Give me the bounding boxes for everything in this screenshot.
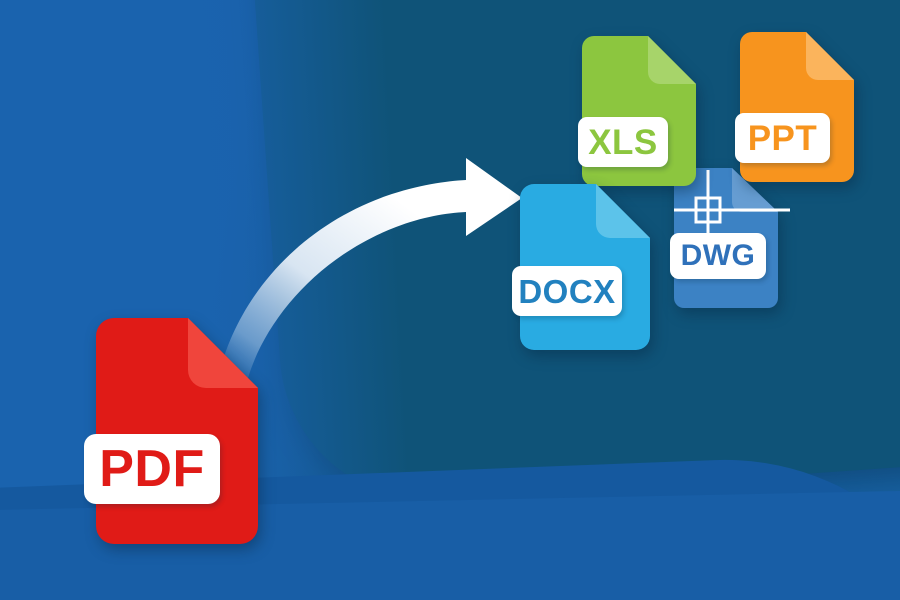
ppt-fold [806, 32, 854, 80]
conversion-arrow [200, 150, 530, 380]
file-label-docx: DOCX [512, 266, 622, 316]
file-label-ppt: PPT [735, 113, 830, 163]
file-label-xls: XLS [578, 117, 668, 167]
dwg-fold [732, 168, 778, 212]
file-label-pdf: PDF [84, 434, 220, 504]
pdf-fold [188, 318, 258, 388]
arrow-shape [218, 158, 522, 378]
docx-fold [596, 184, 650, 238]
pdf-body [96, 318, 258, 544]
xls-fold [648, 36, 696, 84]
file-icon-pdf[interactable] [92, 318, 258, 544]
file-label-dwg: DWG [670, 233, 766, 279]
